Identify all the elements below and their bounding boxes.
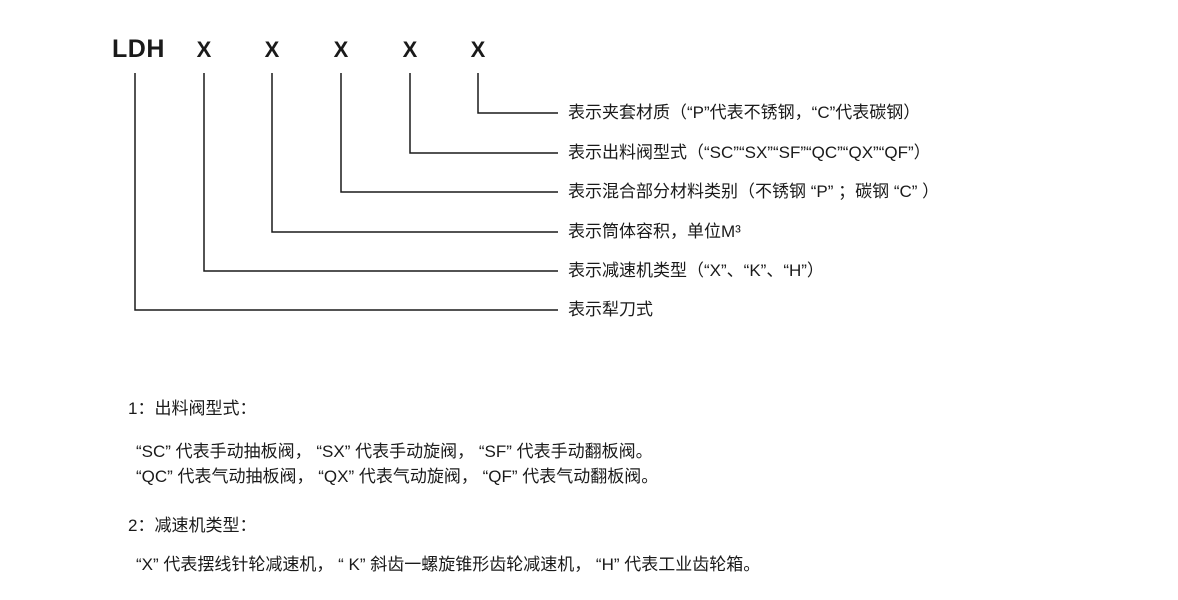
model-placeholder-4: X [402,37,418,62]
connector-x3-to-material-category [340,73,558,193]
model-placeholder-1: X [196,37,212,62]
model-placeholder-3: X [333,37,349,62]
label-barrel-volume: 表示筒体容积，单位M³ [568,222,741,241]
label-jacket-material: 表示夹套材质（“P”代表不锈钢，“C”代表碳钢） [568,103,921,122]
connector-prefix-to-plow-blade [134,73,558,311]
connector-x5-to-jacket-material [477,73,558,114]
model-prefix: LDH [112,35,165,63]
note-discharge-valve-heading: 1：出料阀型式： [128,399,257,418]
connector-x2-to-barrel-volume [271,73,558,233]
label-discharge-valve-type: 表示出料阀型式（“SC”“SX”“SF”“QC”“QX”“QF”） [568,143,931,162]
connector-x1-to-reducer-type [203,73,558,272]
model-placeholder-2: X [264,37,280,62]
note-discharge-valve-line-manual: “SC” 代表手动抽板阀， “SX” 代表手动旋阀， “SF” 代表手动翻板阀。 [136,442,653,461]
label-mixing-material-category: 表示混合部分材料类别（不锈钢 “P” ；碳钢 “C” ） [568,182,940,201]
label-plow-blade-type: 表示犁刀式 [568,300,653,319]
note-reducer-heading: 2：减速机类型： [128,516,257,535]
note-discharge-valve-line-pneumatic: “QC” 代表气动抽板阀， “QX” 代表气动旋阀， “QF” 代表气动翻板阀。 [136,467,659,486]
note-reducer-line: “X” 代表摆线针轮减速机， “ K” 斜齿一螺旋锥形齿轮减速机， “H” 代表… [136,555,761,574]
connector-x4-to-valve-type [409,73,558,154]
model-placeholder-5: X [470,37,486,62]
label-reducer-type: 表示减速机类型（“X”、“K”、“H”） [568,261,824,280]
